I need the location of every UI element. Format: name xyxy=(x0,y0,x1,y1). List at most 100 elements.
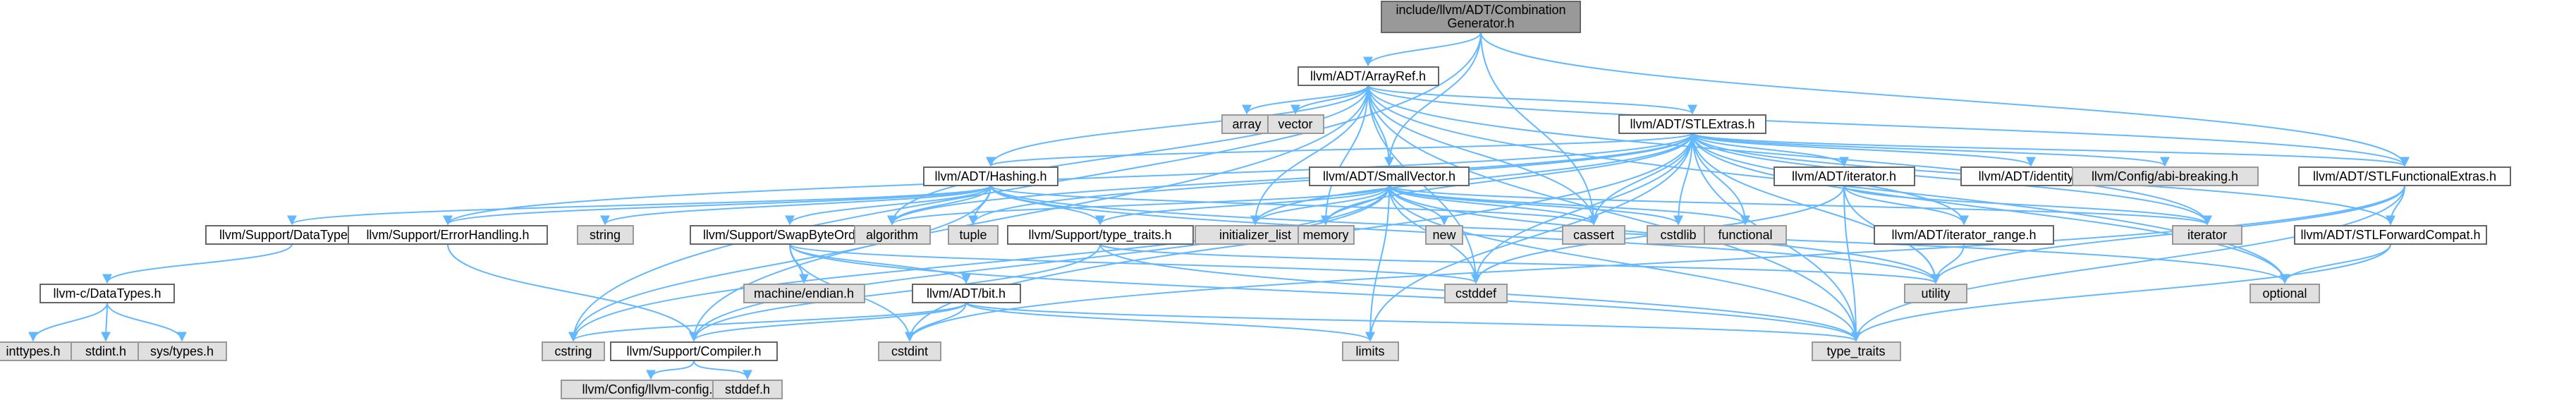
edge-stlextras-to-abibreaking xyxy=(1692,133,2170,167)
node-iterrange[interactable]: llvm/ADT/iterator_range.h xyxy=(1874,225,2054,245)
node-box xyxy=(1618,114,1766,134)
node-label: memory xyxy=(1302,228,1348,242)
node-stdint: stdint.h xyxy=(71,341,141,361)
node-iteratorh[interactable]: llvm/ADT/iterator.h xyxy=(1774,166,1915,186)
edge-smallvector-to-cstdlib xyxy=(1388,185,1683,226)
node-box xyxy=(2298,166,2511,186)
node-utility: utility xyxy=(1904,284,1967,303)
node-compiler[interactable]: llvm/Support/Compiler.h xyxy=(610,341,778,361)
node-label: llvm/ADT/identity.h xyxy=(1979,169,2084,183)
node-label: array xyxy=(1232,117,1261,131)
edge-stlfwd-to-optional xyxy=(2280,243,2391,284)
node-stlfunc[interactable]: llvm/ADT/STLFunctionalExtras.h xyxy=(2298,166,2511,186)
node-functional: functional xyxy=(1704,225,1787,245)
edge-hashing-to-errorhandling xyxy=(443,185,991,226)
edge-smallvector-to-cstring xyxy=(568,185,1390,342)
node-box xyxy=(712,380,783,399)
node-arrayref[interactable]: llvm/ADT/ArrayRef.h xyxy=(1298,66,1439,86)
node-abibreaking: llvm/Config/abi-breaking.h xyxy=(2072,166,2259,186)
edge-stlextras-to-optional xyxy=(1692,133,2290,284)
node-inttypes: inttypes.h xyxy=(0,341,75,361)
node-label: llvm/Config/llvm-config.h xyxy=(582,382,719,396)
node-memory: memory xyxy=(1298,225,1355,245)
node-stlextras[interactable]: llvm/ADT/STLExtras.h xyxy=(1618,114,1766,134)
node-box xyxy=(2172,225,2242,245)
node-label: llvm/Config/abi-breaking.h xyxy=(2092,169,2238,183)
node-box xyxy=(1298,66,1439,86)
edge-stlextras-to-iterator xyxy=(1692,133,2212,226)
edge-arrayref-to-iterator xyxy=(1367,85,2212,226)
node-label: cstring xyxy=(554,344,592,358)
node-box xyxy=(854,225,931,245)
edge-smallvector-to-limits xyxy=(1365,185,1390,342)
node-iterator: iterator xyxy=(2172,225,2242,245)
node-label: tuple xyxy=(959,228,987,242)
node-label: llvm/ADT/STLFunctionalExtras.h xyxy=(2313,169,2496,183)
edge-bit-to-limits xyxy=(965,302,1375,342)
edge-stlfunc-to-utility xyxy=(1931,185,2405,284)
node-label: iterator xyxy=(2187,228,2227,242)
edge-arrayref-to-type_traits xyxy=(1367,85,1861,342)
edge-arrayref-to-memory xyxy=(1321,85,1369,226)
edge-compiler-to-llvmconfig xyxy=(646,360,695,380)
edge-smallvector-to-typetraits_h xyxy=(1095,185,1390,226)
node-bit[interactable]: llvm/ADT/bit.h xyxy=(912,284,1021,303)
node-box xyxy=(1444,284,1508,303)
node-box xyxy=(2294,225,2487,245)
node-initlist: initializer_list xyxy=(1195,225,1317,245)
edge-root-to-smallvector xyxy=(1384,32,1482,167)
node-stlfwd[interactable]: llvm/ADT/STLForwardCompat.h xyxy=(2294,225,2487,245)
node-label: cstdint xyxy=(891,344,928,358)
node-errorhandling[interactable]: llvm/Support/ErrorHandling.h xyxy=(348,225,548,245)
edge-smallvector-to-iterator xyxy=(1388,185,2212,226)
edge-compiler-to-stddef xyxy=(693,360,752,380)
node-string: string xyxy=(577,225,634,245)
edge-swapbyte-to-cstddef xyxy=(789,243,1481,284)
node-label: utility xyxy=(1921,286,1950,301)
node-box xyxy=(542,341,605,361)
node-label: initializer_list xyxy=(1219,228,1291,243)
edge-smallvector-to-type_traits xyxy=(1388,185,1861,342)
node-box xyxy=(138,341,227,361)
edge-layer xyxy=(28,32,2410,380)
node-algorithm: algorithm xyxy=(854,225,931,245)
node-label: llvm/ADT/iterator.h xyxy=(1792,169,1896,183)
node-label: llvm/Support/type_traits.h xyxy=(1028,228,1171,243)
node-limits: limits xyxy=(1342,341,1399,361)
node-smallvector[interactable]: llvm/ADT/SmallVector.h xyxy=(1309,166,1470,186)
node-label: llvm/ADT/STLExtras.h xyxy=(1630,117,1754,131)
node-box xyxy=(1221,114,1272,134)
node-type_traits: type_traits xyxy=(1812,341,1901,361)
node-label: llvm/ADT/bit.h xyxy=(927,286,1006,301)
node-box xyxy=(743,284,865,303)
node-hashing[interactable]: llvm/ADT/Hashing.h xyxy=(923,166,1058,186)
edge-stlextras-to-algorithm xyxy=(887,133,1693,226)
node-box xyxy=(610,341,778,361)
edge-stlextras-to-hashing xyxy=(986,133,1693,167)
node-label: llvm/Support/ErrorHandling.h xyxy=(366,228,529,242)
node-label: sys/types.h xyxy=(150,344,214,358)
node-label: cstdlib xyxy=(1660,228,1696,242)
node-box xyxy=(2250,284,2320,303)
node-label: functional xyxy=(1718,228,1772,242)
node-label: llvm/ADT/ArrayRef.h xyxy=(1310,69,1426,83)
node-box xyxy=(948,225,999,245)
edge-bit-to-compiler xyxy=(689,302,967,342)
edge-smallvector-to-functional xyxy=(1388,185,1750,226)
node-label: llvm/ADT/iterator_range.h xyxy=(1891,228,2036,243)
edge-arrayref-to-vector xyxy=(1290,85,1369,115)
node-box xyxy=(1309,166,1470,186)
node-box xyxy=(561,380,741,399)
node-vector: vector xyxy=(1267,114,1324,134)
edge-stlfwd-to-type_traits xyxy=(1851,243,2391,342)
edge-hashing-to-swapbyte xyxy=(785,185,991,226)
node-box xyxy=(912,284,1021,303)
node-typetraits_h[interactable]: llvm/Support/type_traits.h xyxy=(1007,225,1194,245)
node-box xyxy=(1267,114,1324,134)
node-cdatatypes[interactable]: llvm-c/DataTypes.h xyxy=(39,284,175,303)
node-cstdlib: cstdlib xyxy=(1647,225,1710,245)
edge-swapbyte-to-type_traits xyxy=(789,243,1861,342)
node-box xyxy=(1007,225,1194,245)
node-label: llvm-c/DataTypes.h xyxy=(53,286,161,301)
edge-iteratorh-to-type_traits xyxy=(1843,185,1861,342)
